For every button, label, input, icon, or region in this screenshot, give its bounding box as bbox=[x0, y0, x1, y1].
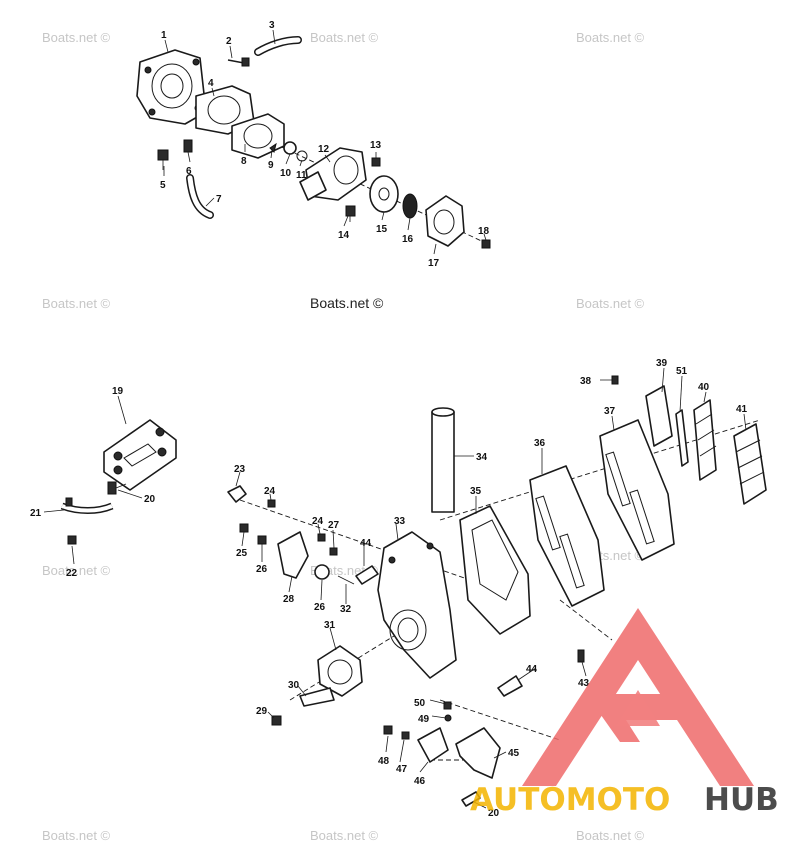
callout-38: 38 bbox=[580, 376, 592, 387]
logo: AUTOMOTO HUB bbox=[470, 608, 779, 818]
callout-33: 33 bbox=[394, 516, 406, 527]
callout-23: 23 bbox=[234, 464, 246, 475]
callout-43: 43 bbox=[578, 678, 590, 689]
callout-26: 26 bbox=[256, 564, 268, 575]
callout-14: 14 bbox=[338, 230, 350, 241]
watermark: Boats.net © bbox=[576, 296, 645, 311]
callout-16: 16 bbox=[402, 234, 414, 245]
watermark: Boats.net © bbox=[42, 296, 111, 311]
callout-31: 31 bbox=[324, 620, 336, 631]
callout-12: 12 bbox=[318, 144, 330, 155]
callout-25: 25 bbox=[236, 548, 248, 559]
watermark: Boats.net © bbox=[310, 30, 379, 45]
callout-41: 41 bbox=[736, 404, 748, 415]
callout-36: 36 bbox=[534, 438, 546, 449]
callout-19: 19 bbox=[112, 386, 124, 397]
watermark: Boats.net © bbox=[42, 828, 111, 843]
callout-47: 47 bbox=[396, 764, 408, 775]
callout-45: 45 bbox=[508, 748, 520, 759]
callout-44: 44 bbox=[360, 538, 372, 549]
callout-10: 10 bbox=[280, 168, 292, 179]
callout-40: 40 bbox=[698, 382, 710, 393]
callout-20: 20 bbox=[144, 494, 156, 505]
callout-13: 13 bbox=[370, 140, 382, 151]
callout-27: 27 bbox=[328, 520, 340, 531]
logo-text-automoto: AUTOMOTO bbox=[470, 782, 670, 818]
callout-6: 6 bbox=[186, 166, 192, 177]
callout-20b: 20 bbox=[488, 808, 500, 819]
fuel-pump-assembly bbox=[136, 36, 491, 249]
watermark: Boats.net © bbox=[310, 828, 379, 843]
callout-35: 35 bbox=[470, 486, 482, 497]
callout-9: 9 bbox=[268, 160, 274, 171]
leader-lines bbox=[43, 29, 747, 809]
callout-46: 46 bbox=[414, 776, 426, 787]
callout-26b: 26 bbox=[314, 602, 326, 613]
callout-44b: 44 bbox=[526, 664, 538, 675]
callout-1: 1 bbox=[161, 30, 167, 41]
callout-24: 24 bbox=[264, 486, 276, 497]
callout-51: 51 bbox=[676, 366, 688, 377]
callout-numbers: 1 2 3 4 5 6 7 8 9 10 11 12 13 14 15 16 1… bbox=[30, 20, 748, 819]
callout-18: 18 bbox=[478, 226, 490, 237]
logo-text-hub: HUB bbox=[704, 782, 779, 818]
callout-28: 28 bbox=[283, 594, 295, 605]
watermark: Boats.net © bbox=[42, 30, 111, 45]
callout-30: 30 bbox=[288, 680, 300, 691]
callout-4: 4 bbox=[208, 78, 214, 89]
watermark: Boats.net © bbox=[576, 30, 645, 45]
watermark: Boats.net © bbox=[310, 295, 384, 311]
callout-8: 8 bbox=[241, 156, 247, 167]
callout-5: 5 bbox=[160, 180, 166, 191]
callout-2: 2 bbox=[226, 36, 232, 47]
manifold-assembly bbox=[227, 407, 561, 807]
bracket-parts bbox=[60, 419, 177, 545]
callout-15: 15 bbox=[376, 224, 388, 235]
watermark: Boats.net © bbox=[42, 563, 111, 578]
callout-37: 37 bbox=[604, 406, 616, 417]
callout-21: 21 bbox=[30, 508, 42, 519]
callout-7: 7 bbox=[216, 194, 222, 205]
callout-39: 39 bbox=[656, 358, 668, 369]
callout-11: 11 bbox=[296, 170, 307, 181]
callout-49: 49 bbox=[418, 714, 430, 725]
callout-32: 32 bbox=[340, 604, 352, 615]
callout-48: 48 bbox=[378, 756, 390, 767]
callout-50: 50 bbox=[414, 698, 426, 709]
watermark: Boats.net © bbox=[576, 828, 645, 843]
callout-34: 34 bbox=[476, 452, 488, 463]
callout-29: 29 bbox=[256, 706, 268, 717]
reed-valve-assembly bbox=[439, 375, 767, 663]
logo-triangle-icon bbox=[522, 608, 754, 786]
callout-3: 3 bbox=[269, 20, 275, 31]
callout-17: 17 bbox=[428, 258, 440, 269]
callout-24b: 24 bbox=[312, 516, 324, 527]
callout-22: 22 bbox=[66, 568, 78, 579]
